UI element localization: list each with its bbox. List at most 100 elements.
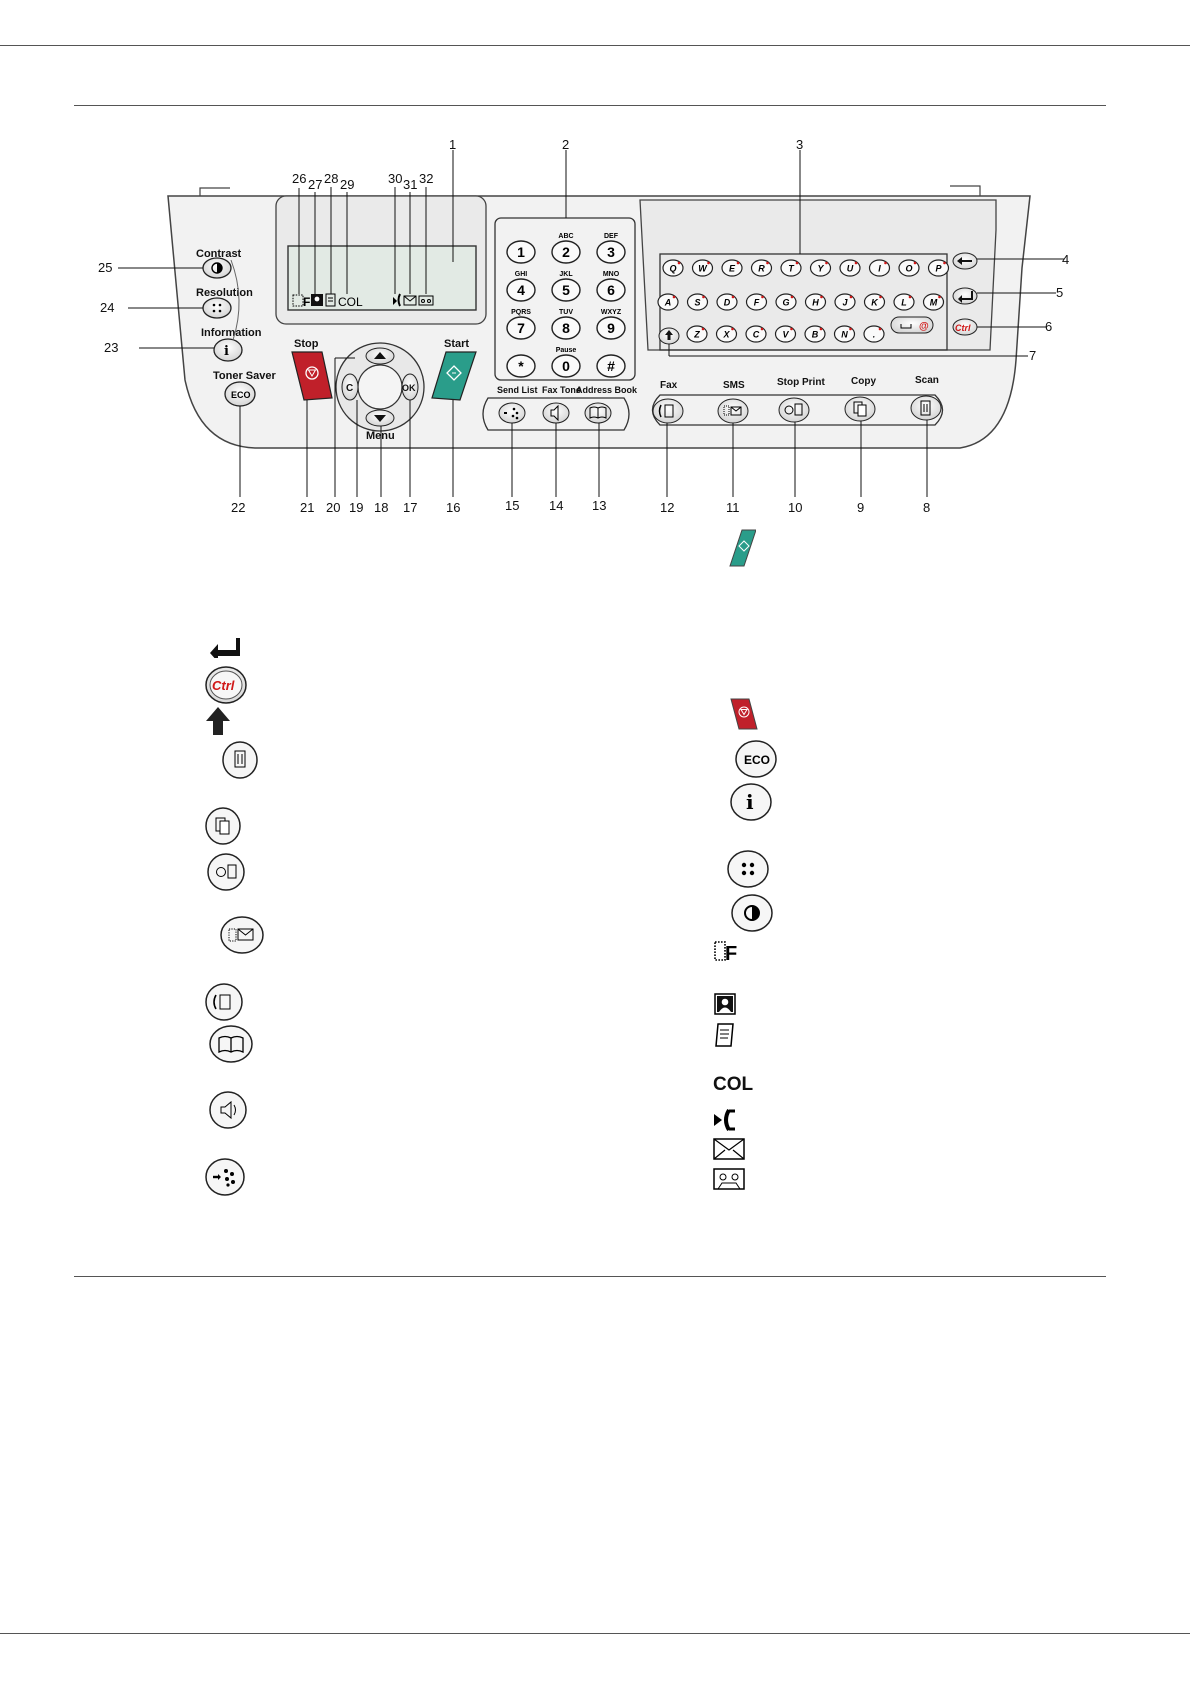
keyboard-key[interactable]: Z <box>686 325 708 343</box>
address-book-button[interactable] <box>584 402 612 424</box>
keyboard-key[interactable]: T <box>780 259 802 277</box>
header-rule <box>74 105 1106 106</box>
scan-label: Scan <box>915 375 939 386</box>
keypad-letters: GHI <box>515 271 528 278</box>
keyboard-key[interactable]: E <box>721 259 743 277</box>
panel-top-lip <box>199 185 981 196</box>
toner-saver-label: Toner Saver <box>213 370 276 382</box>
enter-button[interactable] <box>952 287 978 305</box>
contrast-label: Contrast <box>196 248 242 260</box>
legend-sms-icon <box>219 915 265 955</box>
keypad-letters: TUV <box>559 309 573 316</box>
legend-start-icon <box>728 528 756 568</box>
send-list-button[interactable] <box>498 402 526 424</box>
keyboard-key-accent <box>884 261 887 265</box>
keyboard-key-shape <box>721 259 743 277</box>
keypad-key-shape <box>506 354 536 378</box>
start-button[interactable] <box>431 351 477 401</box>
keyboard-key-letter: P <box>935 264 942 274</box>
keyboard-key[interactable]: L <box>893 293 915 311</box>
callout-24: 24 <box>100 300 114 315</box>
keyboard-key[interactable]: B <box>804 325 826 343</box>
fax-button[interactable] <box>652 398 684 424</box>
copy-button[interactable] <box>844 396 876 422</box>
keypad-key[interactable]: # <box>596 354 626 378</box>
keypad-key[interactable]: 4 GHI <box>506 271 536 302</box>
legend-stop-print-icon <box>206 852 246 892</box>
keyboard-key[interactable]: H <box>804 293 827 311</box>
keypad-letters: DEF <box>604 233 619 240</box>
function-group-outline <box>482 397 630 431</box>
ctrl-button[interactable]: Ctrl <box>952 318 978 336</box>
keyboard-key-accent <box>790 295 794 299</box>
up-button[interactable] <box>365 347 395 365</box>
keyboard-key[interactable]: K <box>863 293 886 311</box>
contrast-icon <box>211 262 223 274</box>
keyboard-key-shape <box>839 259 861 277</box>
resolution-button[interactable] <box>202 297 232 319</box>
keyboard-key[interactable]: G <box>775 293 797 311</box>
keyboard-key[interactable]: F <box>745 293 768 311</box>
keyboard-key-accent <box>908 295 912 299</box>
keyboard-key[interactable]: M <box>922 293 945 311</box>
callout-17: 17 <box>403 500 417 515</box>
keypad-key[interactable]: * <box>506 354 536 378</box>
keyboard-key-accent <box>760 327 764 331</box>
keyboard-key[interactable]: D <box>716 293 738 311</box>
keyboard-key[interactable]: X <box>715 325 738 343</box>
callout-18: 18 <box>374 500 388 515</box>
keyboard-key[interactable]: V <box>774 325 797 343</box>
space-button[interactable]: @ <box>890 316 934 334</box>
lcd-photo-icon <box>311 294 323 306</box>
legend-toner-saver-icon: ECO <box>734 739 778 779</box>
keyboard-key[interactable]: R <box>750 259 773 277</box>
keyboard-key[interactable]: A <box>657 293 679 311</box>
keyboard-key-shape <box>686 325 708 343</box>
keyboard-key-shape <box>662 259 684 277</box>
fax-tone-button[interactable] <box>542 402 570 424</box>
keyboard-key[interactable]: I <box>868 259 891 277</box>
callout-13: 13 <box>592 498 606 513</box>
keyboard-key[interactable]: S <box>686 293 709 311</box>
fax-label: Fax <box>660 380 678 391</box>
keyboard-key[interactable]: W <box>691 259 714 277</box>
down-button[interactable] <box>365 409 395 427</box>
ok-button[interactable]: OK <box>401 373 419 401</box>
legend-stop-icon <box>729 697 759 731</box>
information-button[interactable] <box>213 338 243 362</box>
backspace-button[interactable] <box>952 252 978 270</box>
keyboard-key-letter: Z <box>693 330 700 340</box>
keyboard-key-accent <box>878 327 882 331</box>
callout-19: 19 <box>349 500 363 515</box>
sms-button[interactable] <box>717 398 749 424</box>
stop-print-button[interactable] <box>778 397 810 423</box>
keyboard-key[interactable]: O <box>898 259 920 277</box>
keyboard-key[interactable]: N <box>833 325 856 343</box>
keyboard-key[interactable]: Y <box>809 259 832 277</box>
keyboard-key[interactable]: C <box>745 325 767 343</box>
keypad-digit: 4 <box>517 282 525 298</box>
svg-text:i: i <box>746 790 754 814</box>
lcd-message-icon <box>403 295 417 306</box>
keyboard-key-accent <box>849 327 852 331</box>
keyboard-key[interactable]: Q <box>662 259 684 277</box>
shift-button[interactable] <box>658 327 680 345</box>
scan-button[interactable] <box>910 395 942 421</box>
keyboard-key[interactable]: P <box>927 259 950 277</box>
callout-9: 9 <box>857 500 864 515</box>
c-button[interactable]: C <box>341 373 359 401</box>
keyboard-key-letter: R <box>758 264 765 274</box>
legend-text-mode-icon <box>715 1023 735 1047</box>
keyboard-key[interactable]: U <box>839 259 861 277</box>
keyboard-key[interactable]: . <box>863 325 885 343</box>
keyboard-key[interactable]: J <box>834 293 856 311</box>
keypad-key[interactable]: 1 <box>506 240 536 264</box>
